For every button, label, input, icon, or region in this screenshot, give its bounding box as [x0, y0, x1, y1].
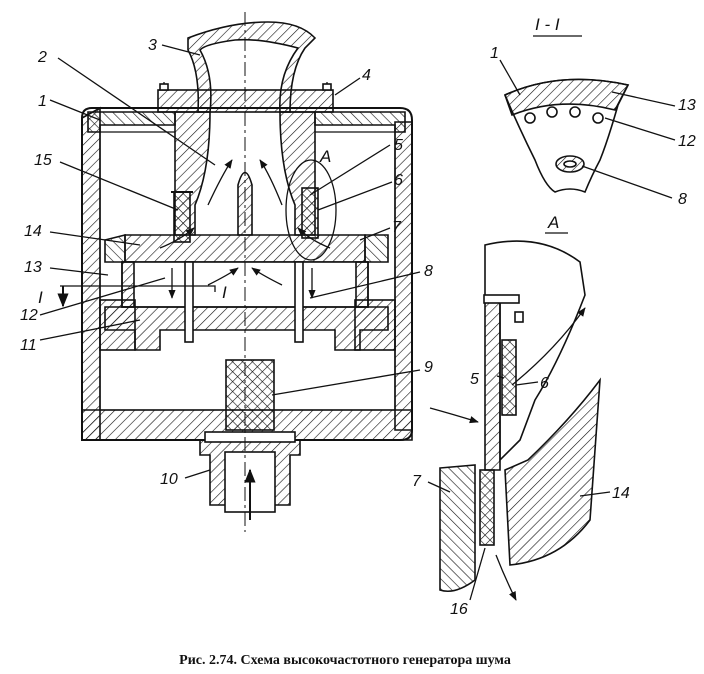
ring-7 [104, 233, 126, 263]
detail-label-14: 14 [612, 485, 630, 502]
section-title: I - I [535, 15, 560, 34]
label-1: 1 [38, 93, 47, 110]
insert-9 [225, 359, 275, 431]
housing-inner [99, 131, 396, 411]
label-6: 6 [394, 172, 403, 189]
ring-7-right [364, 234, 389, 263]
section-label-12: 12 [678, 133, 696, 150]
spring-6 [301, 187, 319, 239]
section-label-1: 1 [490, 45, 499, 62]
label-7: 7 [392, 219, 402, 236]
detail-label-6: 6 [540, 375, 549, 392]
section-view: I - I 1 13 12 8 [490, 15, 696, 208]
section-line [60, 285, 216, 292]
label-10: 10 [160, 471, 178, 488]
label-9: 9 [424, 359, 433, 376]
detail-title: A [547, 213, 559, 232]
bolt-left [184, 261, 194, 343]
label-8: 8 [424, 263, 433, 280]
base-plate-11 [104, 306, 389, 351]
detail-part-16 [479, 469, 495, 546]
main-view-labels: 1 2 3 4 15 5 6 7 14 13 8 12 11 9 10 I I … [20, 37, 433, 488]
figure-caption: Рис. 2.74. Схема высокочастотного генера… [179, 653, 511, 668]
section-mark-inner: I [222, 283, 227, 302]
bolt-right [294, 261, 304, 343]
label-13: 13 [24, 259, 42, 276]
label-5: 5 [394, 137, 403, 154]
main-assembly [39, 12, 421, 532]
central-needle [237, 171, 253, 236]
outlet-horn-3 [187, 21, 317, 113]
section-mark-left: I [38, 288, 43, 307]
label-3: 3 [148, 37, 157, 54]
section-label-8: 8 [678, 191, 687, 208]
label-2: 2 [37, 49, 47, 66]
section-holes [524, 106, 604, 124]
label-11: 11 [20, 337, 37, 354]
detail-part-14 [504, 377, 601, 566]
section-ring [504, 78, 630, 117]
detail-label-16: 16 [450, 601, 468, 618]
flow-arrow-right [259, 159, 283, 206]
detail-label-7: 7 [412, 473, 422, 490]
detail-label-5: 5 [470, 371, 479, 388]
section-label-13: 13 [678, 97, 696, 114]
label-14: 14 [24, 223, 42, 240]
flow-arrow-left [207, 159, 233, 206]
label-15: 15 [34, 152, 52, 169]
detail-view: A 5 6 7 14 16 [412, 213, 630, 618]
detail-part-7 [439, 464, 476, 593]
cover-right [314, 111, 406, 133]
label-4: 4 [362, 67, 371, 84]
detail-mark-a: A [319, 147, 331, 166]
label-12: 12 [20, 307, 38, 324]
detail-plate-5 [484, 299, 501, 471]
leader-lines [39, 44, 421, 479]
